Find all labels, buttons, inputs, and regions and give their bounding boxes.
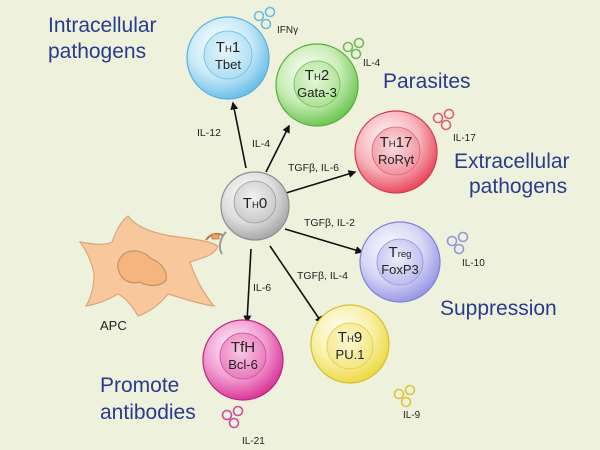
th17-transcription-factor: RoRγt — [378, 152, 415, 167]
outcome-th1-line-1: Intracellular — [48, 14, 157, 37]
th9-cytokine-granules — [393, 384, 416, 408]
th1-transcription-factor: Tbet — [215, 57, 241, 72]
th9-cytokine: IL-9 — [403, 410, 421, 421]
arrow-to-th2 — [265, 124, 290, 173]
outcome-th2: Parasites — [383, 70, 471, 93]
th9-cell: TH9 PU.1 — [310, 304, 390, 384]
th2-cytokine-granules — [342, 37, 365, 60]
th17-cytokine-granules — [432, 108, 455, 131]
th1-cell: TH1 Tbet — [186, 16, 270, 100]
tfh-transcription-factor: Bcl-6 — [228, 357, 258, 372]
th1-cytokine-granules — [253, 6, 276, 30]
th17-cell: TH17 RoRγt — [354, 110, 438, 194]
signal-label-th2: IL-4 — [252, 138, 270, 150]
arrow-to-tfh — [243, 248, 252, 324]
outcome-th17-line-2: pathogens — [469, 175, 567, 198]
th1-cytokine: IFNγ — [277, 25, 298, 36]
th17-name: TH17 — [380, 134, 413, 151]
treg-cytokine-granules — [446, 231, 469, 255]
signal-label-tfh: IL-6 — [253, 282, 271, 294]
treg-transcription-factor: FoxP3 — [381, 262, 419, 277]
signal-label-treg: TGFβ, IL-2 — [304, 217, 355, 229]
tfh-cell: TfH Bcl-6 — [202, 319, 284, 401]
signal-label-th1: IL-12 — [197, 127, 221, 139]
th1-name: TH1 — [216, 39, 240, 56]
arrow-to-treg — [284, 228, 364, 254]
th0-name: TH0 — [243, 195, 267, 212]
signal-label-th9: TGFβ, IL-4 — [297, 270, 348, 282]
treg-cell: Treg FoxP3 — [359, 221, 441, 303]
tcr-mhc-contact — [205, 231, 227, 255]
signal-label-th17: TGFβ, IL-6 — [288, 162, 339, 174]
tfh-name: TfH — [231, 339, 255, 356]
treg-name: Treg — [389, 244, 412, 261]
arrow-to-th9 — [269, 245, 323, 325]
th2-cell: TH2 Gata-3 — [275, 43, 359, 127]
th0-cell: TH0 — [220, 171, 290, 241]
outcome-th1-line-2: pathogens — [48, 40, 146, 63]
apc-nucleus — [117, 250, 167, 287]
outcome-th17-line-1: Extracellular — [454, 150, 570, 173]
th2-cytokine: IL-4 — [363, 58, 381, 69]
signal-labels: IL-12 IL-4 TGFβ, IL-6 TGFβ, IL-2 TGFβ, I… — [197, 127, 355, 294]
arrow-to-th17 — [285, 170, 357, 194]
th17-cytokine: IL-17 — [453, 133, 476, 144]
arrow-to-th1 — [230, 101, 247, 169]
tfh-cytokine: IL-21 — [242, 436, 265, 447]
apc-cell: APC — [78, 215, 227, 333]
outcome-treg: Suppression — [440, 297, 557, 320]
th9-transcription-factor: PU.1 — [336, 347, 365, 362]
apc-label: APC — [100, 318, 127, 333]
outcome-labels: Intracellular pathogens Parasites Extrac… — [48, 14, 570, 424]
tfh-cytokine-granules — [221, 405, 244, 429]
outcome-tfh-line-2: antibodies — [100, 401, 196, 424]
th2-name: TH2 — [305, 67, 329, 84]
outcome-tfh-line-1: Promote — [100, 374, 179, 397]
differentiation-arrows — [230, 101, 364, 325]
th2-transcription-factor: Gata-3 — [297, 85, 337, 100]
treg-cytokine: IL-10 — [462, 258, 485, 269]
th9-name: TH9 — [338, 329, 362, 346]
